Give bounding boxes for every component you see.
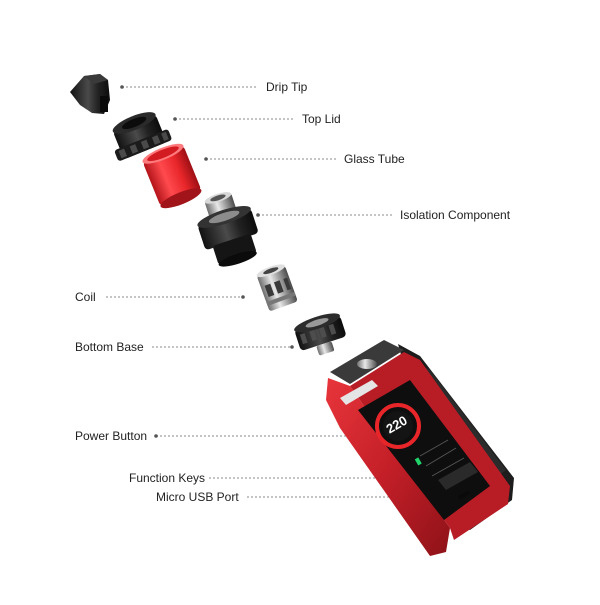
label-glass-tube: Glass Tube	[344, 152, 405, 166]
label-function-keys: Function Keys	[129, 471, 206, 485]
isolation-component-part	[197, 192, 258, 267]
drip-tip-part	[70, 74, 110, 114]
mod-device	[326, 340, 514, 556]
coil-part	[256, 264, 298, 311]
label-power-button: Power Button	[75, 429, 148, 443]
micro-usb-port[interactable]	[458, 490, 470, 500]
function-keys[interactable]	[438, 462, 478, 490]
label-coil: Coil	[75, 290, 96, 304]
label-top-lid: Top Lid	[302, 112, 341, 126]
top-lid-part	[112, 112, 172, 161]
power-button[interactable]	[340, 380, 378, 405]
label-isolation-component: Isolation Component	[400, 208, 511, 222]
label-drip-tip: Drip Tip	[266, 80, 308, 94]
bottom-base-part	[294, 313, 346, 356]
label-micro-usb-port: Micro USB Port	[156, 490, 239, 504]
glass-tube-part	[142, 143, 202, 209]
label-bottom-base: Bottom Base	[75, 340, 144, 354]
screen-ring	[375, 403, 421, 449]
